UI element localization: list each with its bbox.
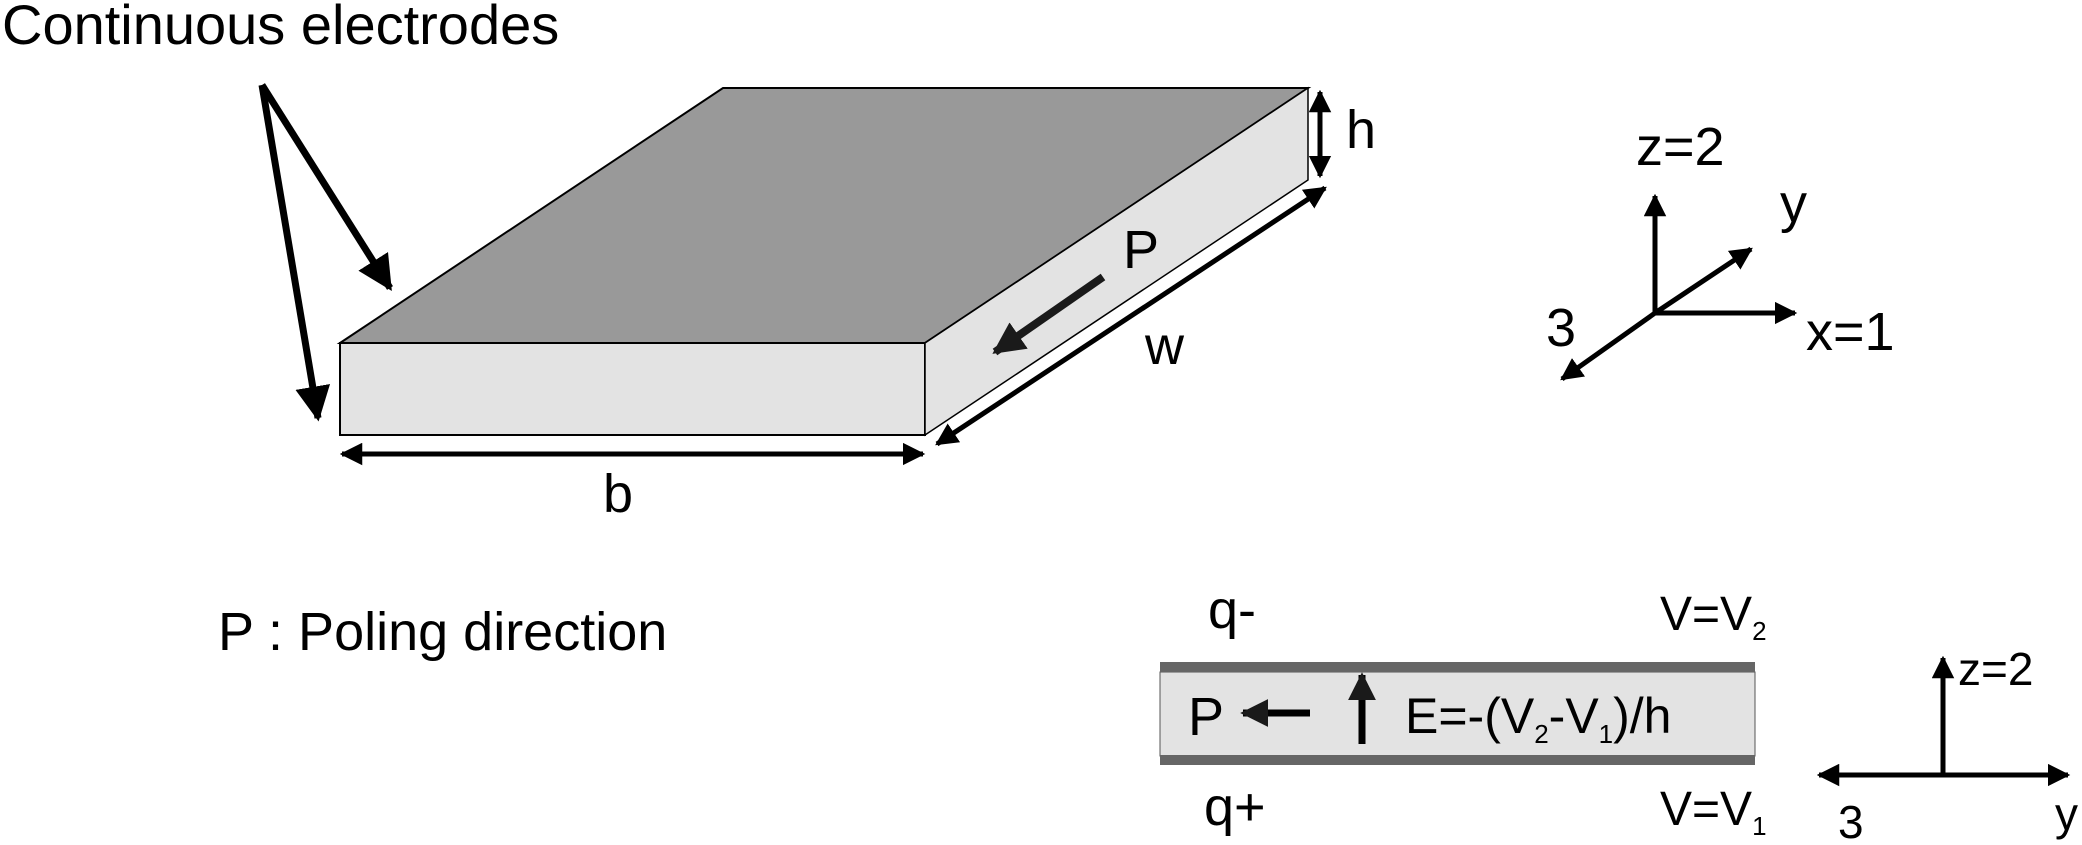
- field-eq-sub1: 2: [1534, 719, 1548, 749]
- axis2d-y-label: y: [2055, 788, 2078, 840]
- axis2d-z-label: z=2: [1958, 643, 2033, 695]
- voltage-top-label: V=V2: [1660, 588, 1767, 646]
- charge-negative-label: q-: [1208, 580, 1256, 640]
- dimension-w-label: w: [1144, 316, 1185, 376]
- charge-positive-label: q+: [1204, 777, 1266, 837]
- voltage-top-base: V=V: [1660, 588, 1752, 641]
- plate-front-face: [339, 342, 926, 436]
- field-eq-prefix: E=-(V: [1405, 688, 1535, 744]
- axis-y-label: y: [1780, 174, 1807, 234]
- field-eq-sub2: 1: [1599, 719, 1613, 749]
- poling-legend: P : Poling direction: [218, 602, 667, 662]
- dimension-w-arrow: [935, 185, 1327, 447]
- voltage-bottom-sub: 1: [1752, 811, 1766, 841]
- electrode-pointer-arrows: [258, 83, 393, 422]
- dimension-b-label: b: [603, 464, 633, 524]
- voltage-top-sub: 2: [1752, 616, 1766, 646]
- field-eq-mid: -V: [1549, 688, 1600, 744]
- axis-x-label: x=1: [1806, 302, 1895, 362]
- cross-section: q- q+ V=V2 V=V1 P E=-(V2-V1)/h: [1159, 580, 1767, 841]
- field-eq-suffix: )/h: [1613, 688, 1671, 744]
- axis-3-label: 3: [1546, 298, 1576, 358]
- axes-3d: z=2 y x=1 3: [1546, 117, 1895, 382]
- bottom-electrode: [1160, 755, 1755, 765]
- field-equation: E=-(V2-V1)/h: [1405, 688, 1672, 749]
- electrodes-title: Continuous electrodes: [2, 0, 559, 56]
- axis-z-label: z=2: [1636, 117, 1725, 177]
- arrow-to-bottom-electrode: [258, 84, 331, 422]
- poling-label: P: [1123, 220, 1159, 280]
- arrow-to-top-electrode: [259, 83, 393, 291]
- cross-poling-label: P: [1188, 687, 1224, 747]
- top-electrode: [1160, 662, 1755, 672]
- voltage-bottom-base: V=V: [1660, 783, 1752, 836]
- dimension-h-label: h: [1346, 100, 1376, 160]
- axis-3-arrow: [1560, 310, 1657, 382]
- plate: [336, 86, 1312, 437]
- axes-2d: z=2 3 y: [1816, 643, 2078, 845]
- voltage-bottom-label: V=V1: [1660, 783, 1767, 841]
- axis2d-3-label: 3: [1838, 796, 1864, 845]
- axis-y-arrow: [1653, 246, 1753, 316]
